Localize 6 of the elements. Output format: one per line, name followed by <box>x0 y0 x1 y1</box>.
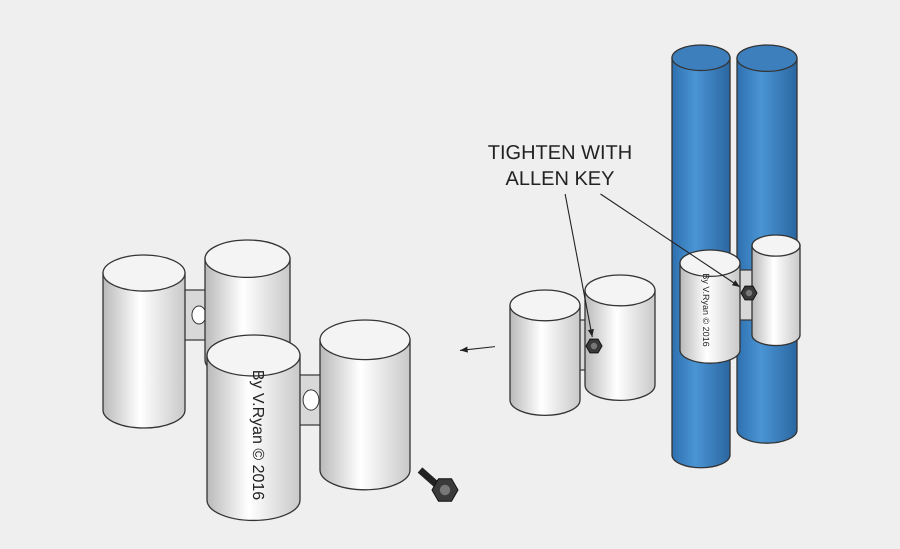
instruction-text: TIGHTEN WITH ALLEN KEY <box>486 141 634 192</box>
credit-text: By V.Ryan © 2016 <box>248 370 266 500</box>
arrow <box>460 346 496 353</box>
credit-text: By V.Ryan © 2016 <box>701 273 711 347</box>
leader-line <box>564 194 594 338</box>
leader-line <box>600 194 740 288</box>
